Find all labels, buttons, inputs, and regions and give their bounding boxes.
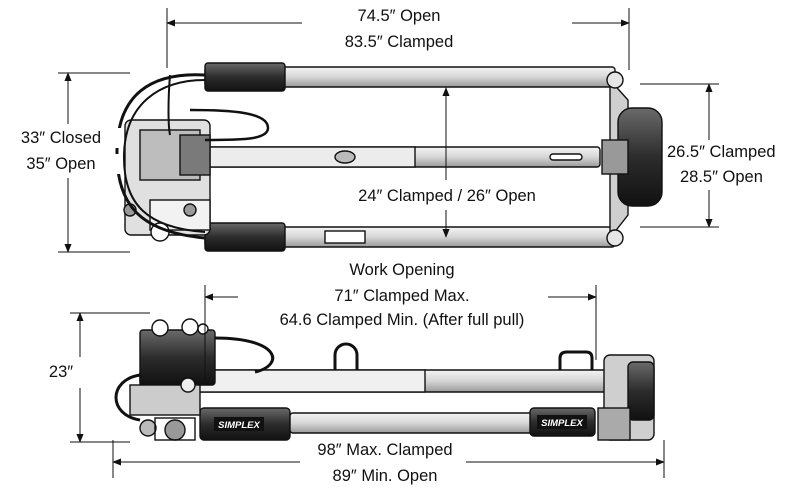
top-length-clamped-label: 83.5″ Clamped <box>312 32 486 52</box>
work-opening-label: Work Opening <box>310 260 494 280</box>
top-height-open-label: 35″ Open <box>0 154 122 174</box>
simplex-text-1: SIMPLEX <box>218 420 260 431</box>
side-height-label: 23″ <box>38 362 84 382</box>
clamped-min-label: 64.6 Clamped Min. (After full pull) <box>255 310 549 330</box>
clamped-max-label: 71″ Clamped Max. <box>300 286 504 306</box>
simplex-plate-1: SIMPLEX <box>214 417 264 431</box>
side-view-dimensions <box>70 285 665 478</box>
top-view-machine <box>115 62 663 252</box>
top-length-open-label: 74.5″ Open <box>312 6 486 26</box>
simplex-text-2: SIMPLEX <box>541 418 583 429</box>
max-clamped-label: 98″ Max. Clamped <box>298 440 472 460</box>
top-right-clamped-label: 26.5″ Clamped <box>665 142 778 162</box>
top-height-closed-label: 33″ Closed <box>0 128 122 148</box>
top-view-dimensions <box>58 8 719 253</box>
min-open-label: 89″ Min. Open <box>298 466 472 486</box>
top-inner-span-label: 24″ Clamped / 26″ Open <box>325 186 569 206</box>
simplex-plate-2: SIMPLEX <box>537 415 587 429</box>
top-right-open-label: 28.5″ Open <box>678 167 765 187</box>
